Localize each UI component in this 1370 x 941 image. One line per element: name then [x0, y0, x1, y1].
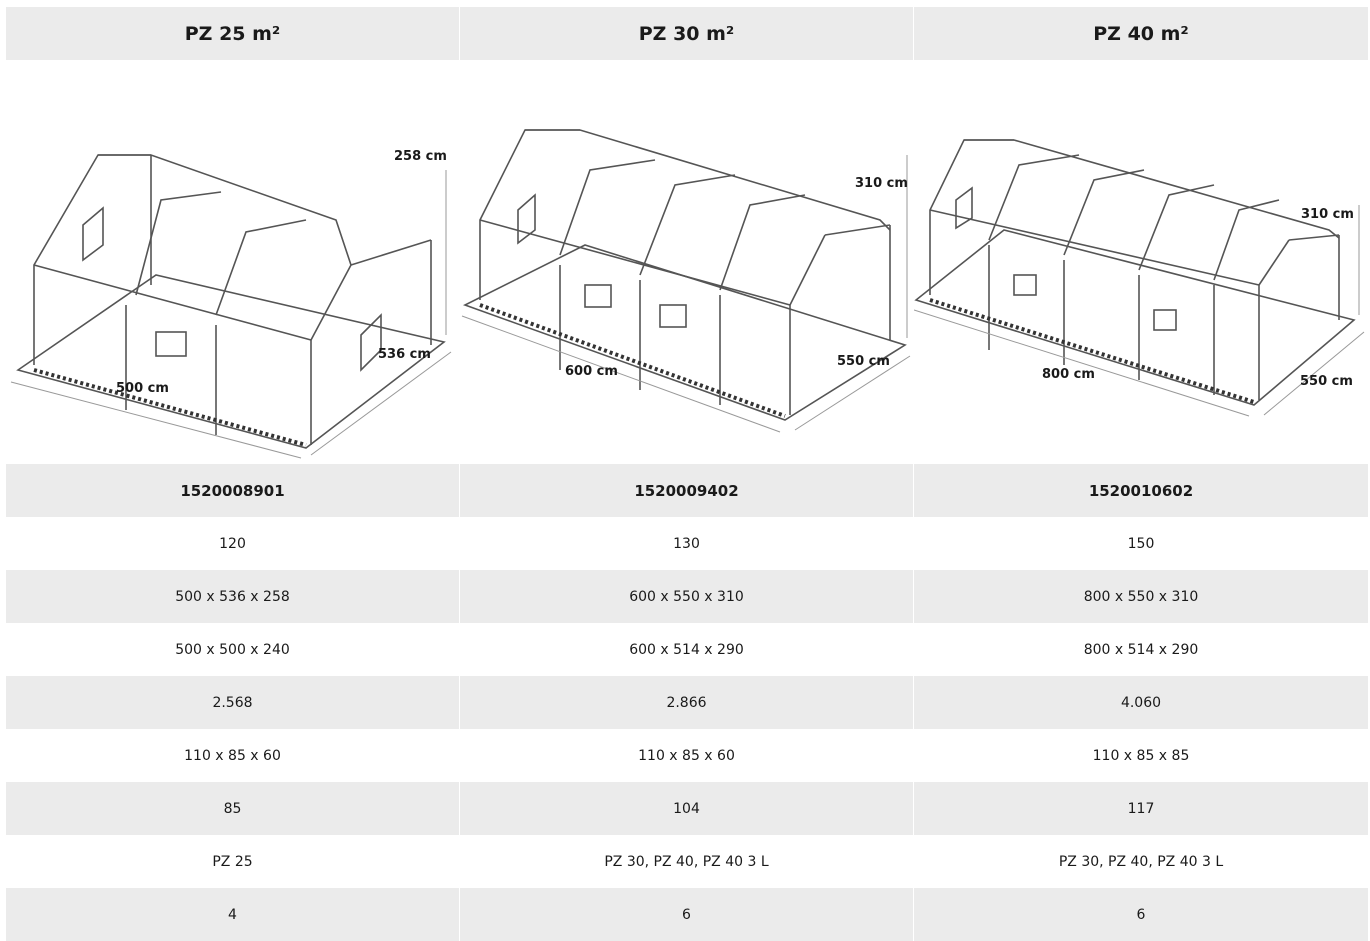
table-cell: 150 [1127, 535, 1155, 552]
tent-illustration-pz40 [914, 139, 1365, 417]
dimension-labels-pz30: 600 cm 550 cm 310 cm [565, 176, 908, 379]
width-label-pz40: 550 cm [1300, 374, 1353, 389]
table-cell: 6 [914, 888, 1368, 941]
spec-table: PZ 25 m² PZ 30 m² PZ 40 m² [6, 7, 1368, 941]
tent-illustration-pz30 [461, 129, 911, 433]
tent-drawing-pz25: 500 cm 536 cm 258 cm [6, 60, 459, 464]
width-label-pz25: 536 cm [378, 347, 431, 362]
table-cell: 2.568 [6, 676, 459, 729]
table-cell: 110 x 85 x 60 [638, 747, 735, 764]
table-cell: PZ 25 [212, 853, 253, 870]
table-cell: 600 x 514 x 290 [629, 641, 744, 658]
table-cell: 110 x 85 x 60 [184, 747, 281, 764]
model-title-pz30: PZ 30 m² [460, 7, 913, 60]
height-label-pz30: 310 cm [855, 176, 908, 191]
length-label-pz40: 800 cm [1042, 367, 1095, 382]
length-label-pz25: 500 cm [116, 381, 169, 396]
table-cell: 104 [460, 782, 913, 835]
tent-illustration-pz25 [10, 154, 452, 459]
table-cell: 130 [673, 535, 700, 552]
height-label-pz25: 258 cm [394, 149, 447, 164]
table-cell: 600 x 550 x 310 [460, 570, 913, 623]
table-cell: 4 [6, 888, 459, 941]
width-label-pz30: 550 cm [837, 354, 890, 369]
table-cell: 500 x 536 x 258 [6, 570, 459, 623]
table-cell: 800 x 514 x 290 [1083, 641, 1199, 658]
table-cell: 120 [219, 535, 246, 552]
height-label-pz40: 310 cm [1301, 207, 1354, 222]
table-cell: 500 x 500 x 240 [175, 641, 290, 658]
article-number: 1520009402 [460, 464, 913, 517]
tent-drawing-pz30: 600 cm 550 cm 310 cm [460, 60, 913, 464]
table-cell: PZ 30, PZ 40, PZ 40 3 L [604, 853, 769, 870]
table-cell: 110 x 85 x 85 [1092, 747, 1190, 764]
table-cell: 800 x 550 x 310 [914, 570, 1368, 623]
table-cell: 85 [6, 782, 459, 835]
table-cell: 117 [914, 782, 1368, 835]
table-cell: 6 [460, 888, 913, 941]
dimension-labels-pz25: 500 cm 536 cm 258 cm [116, 149, 447, 396]
table-cell: PZ 30, PZ 40, PZ 40 3 L [1058, 853, 1224, 870]
article-number: 1520010602 [914, 464, 1368, 517]
table-cell: 4.060 [914, 676, 1368, 729]
length-label-pz30: 600 cm [565, 364, 618, 379]
table-cell: 2.866 [460, 676, 913, 729]
dimension-labels-pz40: 800 cm 550 cm 310 cm [1042, 207, 1354, 389]
model-title-pz40: PZ 40 m² [914, 7, 1368, 60]
article-number: 1520008901 [6, 464, 459, 517]
model-title-pz25: PZ 25 m² [6, 7, 459, 60]
tent-drawing-pz40: 800 cm 550 cm 310 cm [914, 60, 1368, 464]
